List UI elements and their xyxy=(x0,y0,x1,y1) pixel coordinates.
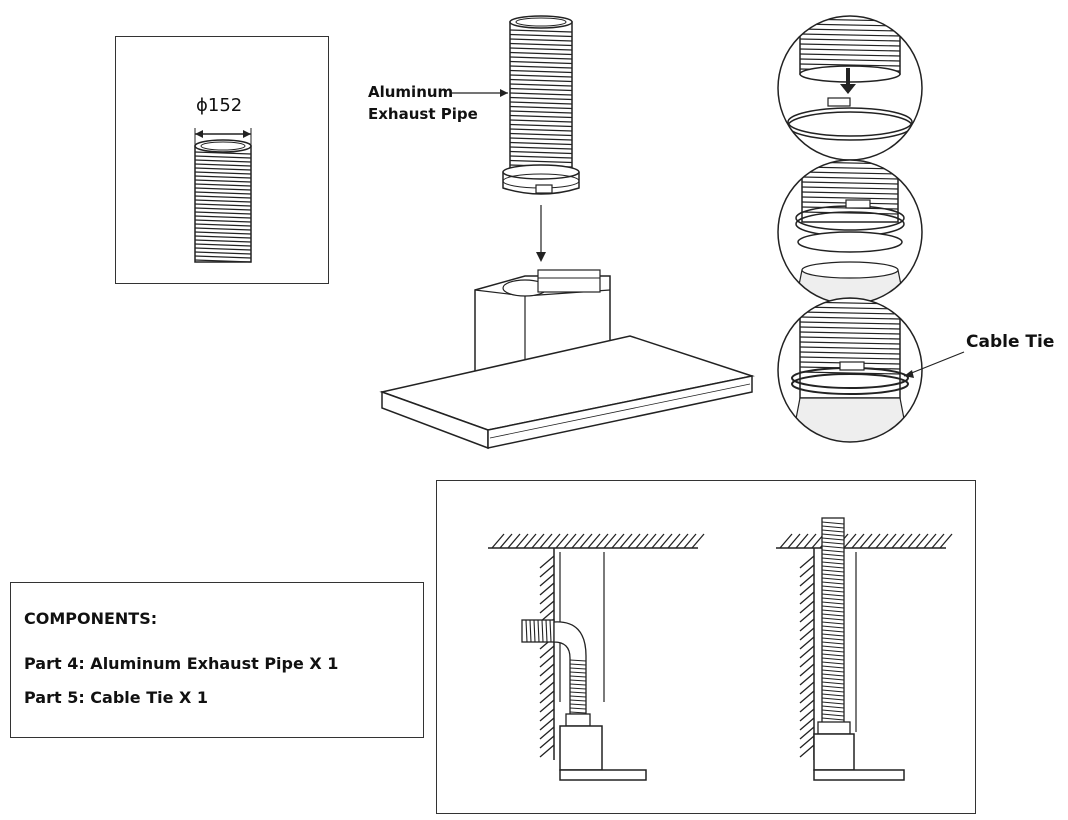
components-panel xyxy=(10,582,424,738)
diameter-label: ϕ152 xyxy=(196,95,243,116)
pipe-label-line2: Exhaust Pipe xyxy=(368,105,478,123)
installation-illustration xyxy=(488,517,953,781)
component-part-4: Part 4: Aluminum Exhaust Pipe X 1 xyxy=(24,654,339,673)
pipe-diameter-illustration xyxy=(194,128,252,263)
hood-assembly-illustration xyxy=(379,15,755,450)
component-part-5: Part 5: Cable Tie X 1 xyxy=(24,688,209,707)
components-title: COMPONENTS: xyxy=(24,609,158,628)
pipe-label-line1: Aluminum xyxy=(368,83,454,101)
cable-tie-label: Cable Tie xyxy=(966,332,1055,352)
cable-tie-detail-illustration xyxy=(777,15,965,443)
